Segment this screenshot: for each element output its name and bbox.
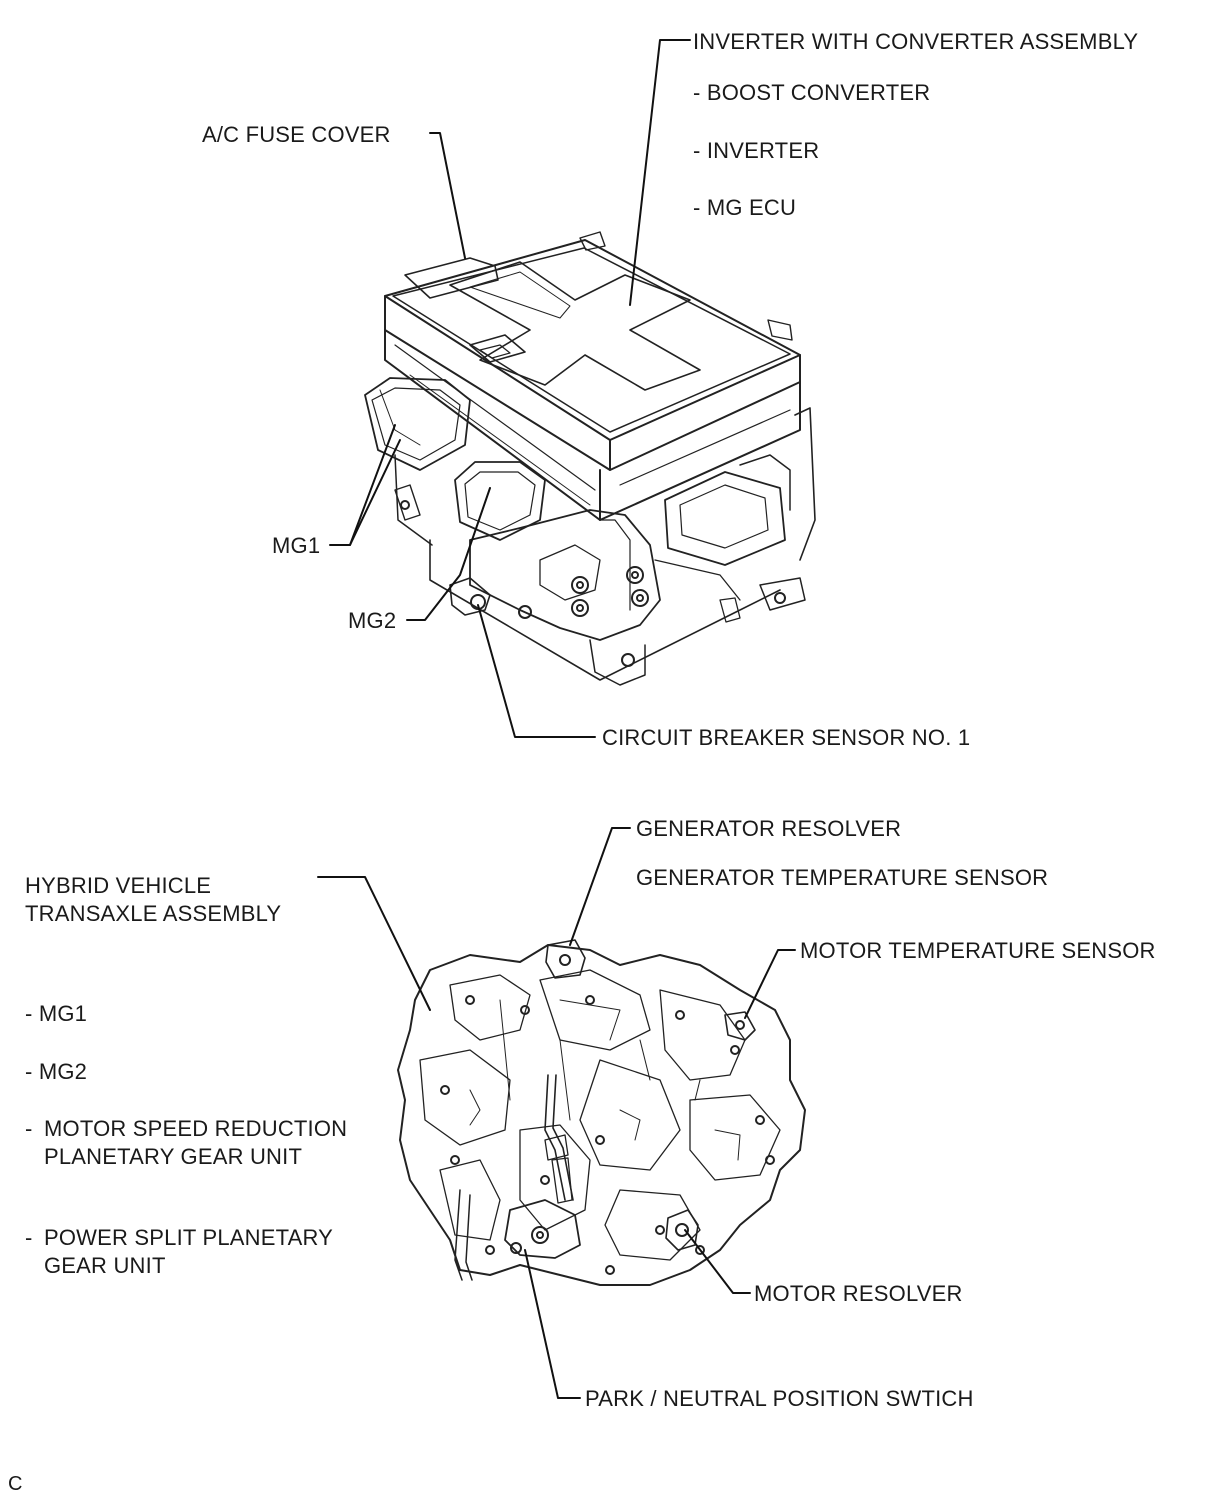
component-text: MG2 bbox=[38, 1059, 88, 1084]
transaxle-component-mg2: - MG2 bbox=[25, 1058, 87, 1086]
boost-converter-label: - BOOST CONVERTER bbox=[693, 80, 931, 105]
power-split-line1: POWER SPLIT PLANETARY bbox=[44, 1225, 334, 1250]
inverter-label: - INVERTER bbox=[693, 138, 820, 163]
transaxle-component-dash-3: - bbox=[25, 1116, 33, 1141]
motor-speed-reduction-line1: MOTOR SPEED REDUCTION bbox=[44, 1116, 348, 1141]
inverter-assembly-label: INVERTER WITH CONVERTER ASSEMBLY bbox=[693, 29, 1139, 54]
transaxle-assembly-drawing bbox=[397, 939, 806, 1286]
motor-speed-reduction-line2: PLANETARY GEAR UNIT bbox=[44, 1144, 303, 1169]
component-dash: - bbox=[25, 1059, 33, 1084]
power-split-line2: GEAR UNIT bbox=[44, 1253, 166, 1278]
inverter-assembly-drawing bbox=[364, 231, 816, 686]
transaxle-component-dash-4: - bbox=[25, 1225, 33, 1250]
figure-code: C bbox=[8, 1473, 23, 1495]
transaxle-title-line1: HYBRID VEHICLE bbox=[25, 873, 212, 898]
component-text: MG1 bbox=[38, 1001, 88, 1026]
leader-lines bbox=[317, 39, 796, 1399]
generator-temp-sensor-label: GENERATOR TEMPERATURE SENSOR bbox=[636, 865, 1049, 890]
transaxle-component-mg1: - MG1 bbox=[25, 1000, 87, 1028]
mg2-label: MG2 bbox=[348, 608, 397, 633]
motor-temp-sensor-label: MOTOR TEMPERATURE SENSOR bbox=[800, 938, 1156, 963]
circuit-breaker-sensor-label: CIRCUIT BREAKER SENSOR NO. 1 bbox=[602, 725, 971, 750]
ac-fuse-cover-label: A/C FUSE COVER bbox=[202, 122, 391, 147]
transaxle-title-line2: TRANSAXLE ASSEMBLY bbox=[25, 901, 282, 926]
motor-resolver-label: MOTOR RESOLVER bbox=[754, 1281, 963, 1306]
component-dash: - bbox=[25, 1001, 33, 1026]
mg1-label: MG1 bbox=[272, 533, 321, 558]
park-neutral-switch-label: PARK / NEUTRAL POSITION SWTICH bbox=[585, 1386, 974, 1411]
generator-resolver-label: GENERATOR RESOLVER bbox=[636, 816, 902, 841]
mg-ecu-label: - MG ECU bbox=[693, 195, 797, 220]
